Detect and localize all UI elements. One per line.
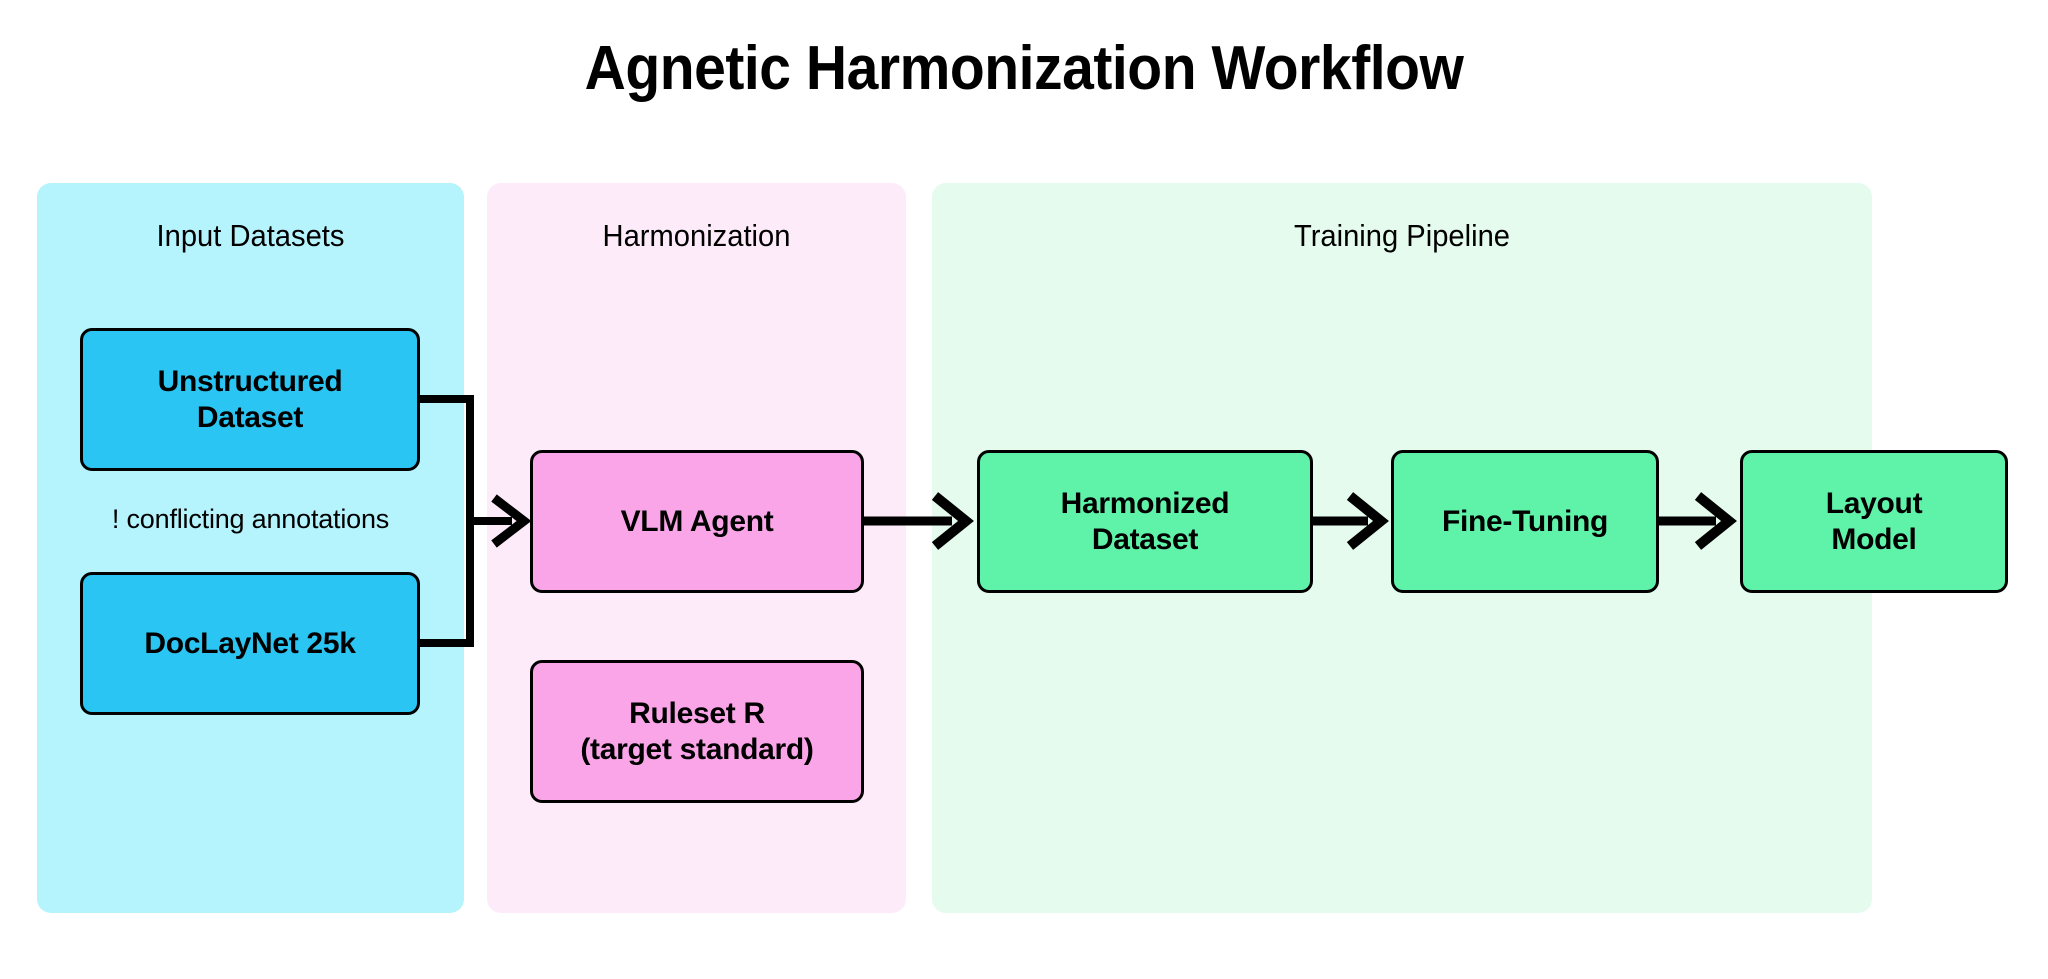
node-label-line1: Unstructured — [157, 365, 343, 399]
panel-header-training-pipeline: Training Pipeline — [1294, 218, 1510, 253]
node-label: Harmonized Dataset — [1061, 486, 1230, 557]
panel-header-input-datasets: Input Datasets — [156, 218, 345, 253]
node-label-line2: Dataset — [1091, 522, 1199, 556]
node-fine-tuning[interactable]: Fine-Tuning — [1391, 450, 1659, 593]
node-layout-model[interactable]: Layout Model — [1740, 450, 2008, 593]
node-unstructured-dataset[interactable]: Unstructured Dataset — [80, 328, 420, 471]
node-doclaynet-25k[interactable]: DocLayNet 25k — [80, 572, 420, 715]
node-label-line1: Ruleset R — [629, 697, 765, 731]
node-ruleset-r[interactable]: Ruleset R (target standard) — [530, 660, 864, 803]
panel-header-harmonization: Harmonization — [602, 218, 791, 253]
node-label-line1: Layout — [1825, 487, 1923, 521]
node-label-line2: Dataset — [196, 400, 304, 434]
node-label: VLM Agent — [620, 504, 774, 538]
node-label: Unstructured Dataset — [158, 364, 343, 435]
node-harmonized-dataset[interactable]: Harmonized Dataset — [977, 450, 1313, 593]
node-label: Layout Model — [1826, 486, 1923, 557]
node-label: DocLayNet 25k — [144, 626, 356, 660]
conflicting-annotations-note: ! conflicting annotations — [111, 504, 390, 534]
node-label: Fine-Tuning — [1441, 504, 1609, 538]
node-label: Ruleset R (target standard) — [580, 696, 814, 767]
node-label-line2: (target standard) — [580, 732, 814, 766]
node-label-line2: Model — [1831, 522, 1917, 556]
node-vlm-agent[interactable]: VLM Agent — [530, 450, 864, 593]
panel-input-datasets: Input Datasets — [37, 183, 464, 913]
page-title: Agnetic Harmonization Workflow — [584, 34, 1464, 103]
node-label-line1: Harmonized — [1060, 487, 1230, 521]
